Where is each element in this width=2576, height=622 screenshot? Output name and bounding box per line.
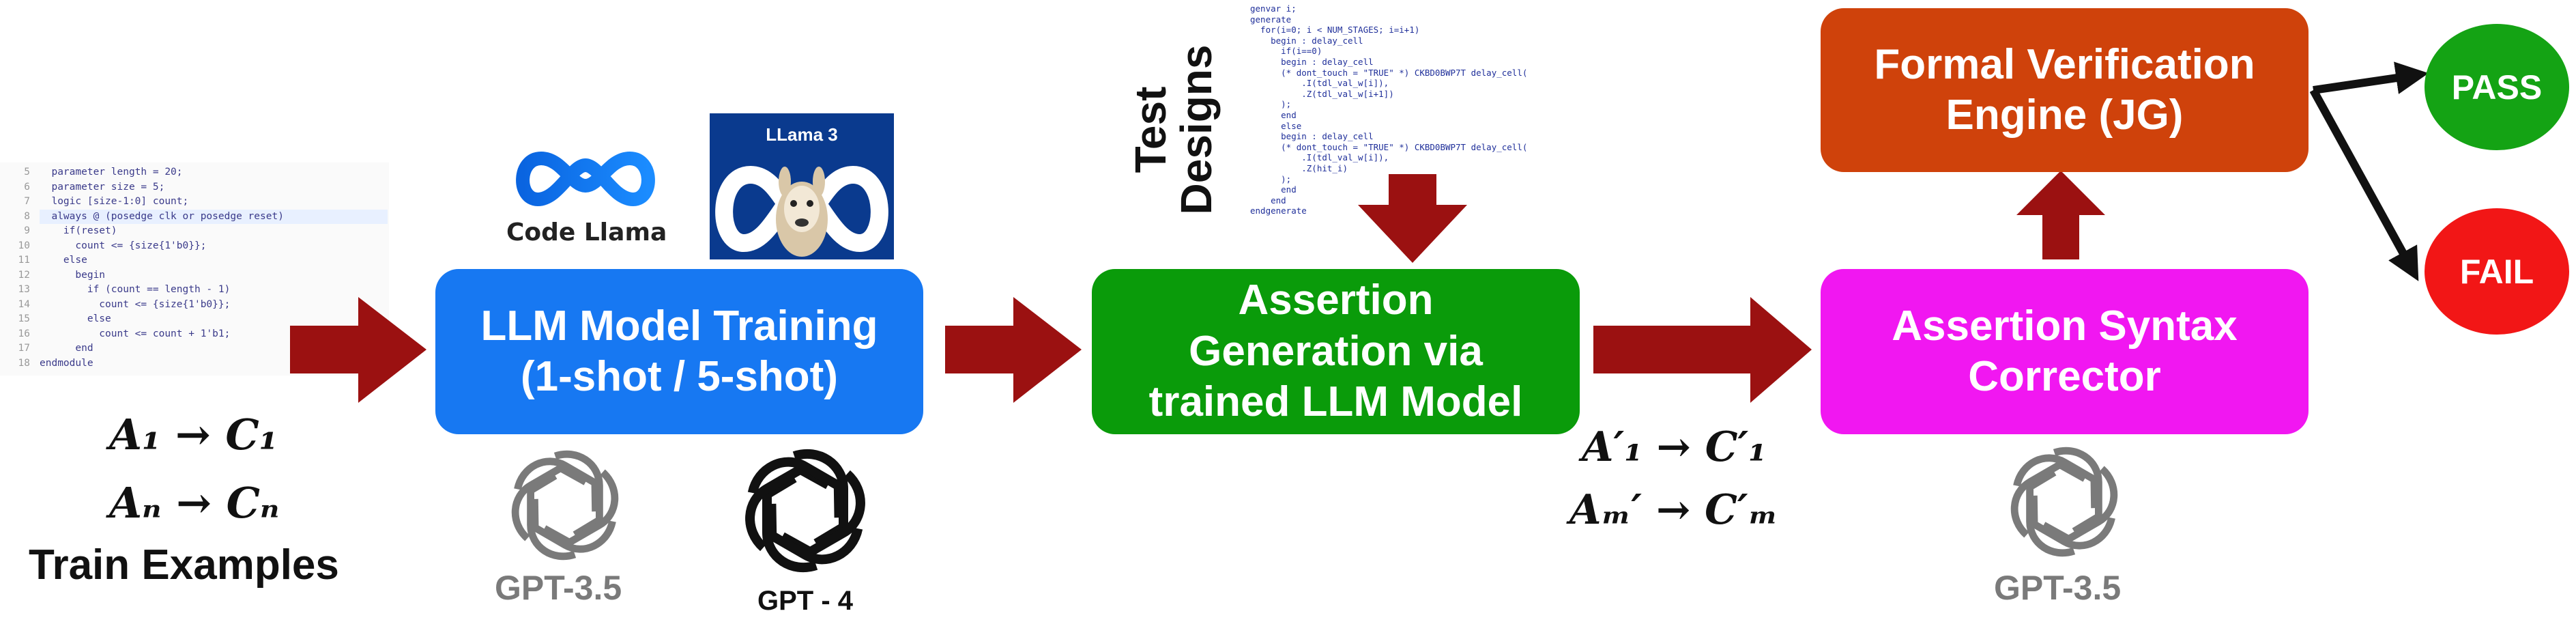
design-code-line: ); (1250, 99, 1292, 110)
assertion-syntax-corrector-text: Assertion Syntax Corrector (1892, 302, 2238, 400)
gpt4-label: GPT - 4 (757, 586, 854, 616)
assertion-generation-text: Assertion Generation via trained LLM Mod… (1148, 277, 1523, 426)
llama3-meta-icon (715, 166, 888, 257)
test-designs-code: genvar i;generate for(i=0; i < NUM_STAGE… (1250, 3, 1605, 221)
design-code-line: else (1250, 120, 1302, 131)
assertion-generation-box: Assertion Generation via trained LLM Mod… (1092, 269, 1580, 434)
code-lines: parameter length = 20; parameter size = … (40, 165, 388, 371)
gen-formula-1: A′₁ → C′₁ (1582, 423, 1767, 471)
code-line: else (40, 255, 87, 266)
design-code-line: begin : delay_cell (1250, 56, 1374, 67)
design-code-line: endgenerate (1250, 206, 1307, 216)
gpt35-label-left: GPT-3.5 (495, 569, 622, 607)
code-line-number: 9 (24, 225, 30, 236)
llm-model-training-text: LLM Model Training (1-shot / 5-shot) (480, 302, 878, 400)
code-line: always @ (posedge clk or posedge reset) (40, 209, 388, 224)
arrow-designs-down (1358, 174, 1467, 263)
llm-model-training-box: LLM Model Training (1-shot / 5-shot) (435, 269, 923, 434)
fail-label: FAIL (2459, 252, 2534, 291)
code-line-number: 16 (18, 328, 30, 339)
code-line-number: 13 (18, 284, 30, 295)
training-code-snippet: 5 6 7 8 9 10 11 12 13 14 15 16 17 18 parameter length… (0, 162, 389, 376)
design-code-line: (* dont_touch = "TRUE" *) CKBD0BWP7T del… (1250, 141, 1528, 152)
design-code-line: .I(tdl_val_w[i]), (1250, 152, 1389, 163)
design-code-line: begin : delay_cell (1250, 35, 1363, 46)
design-code-line: end (1250, 109, 1297, 120)
code-line-number: 10 (18, 240, 30, 251)
design-code-line: begin : delay_cell (1250, 131, 1374, 142)
pass-label: PASS (2451, 68, 2543, 107)
code-line: parameter size = 5; (40, 181, 165, 193)
code-line: begin (40, 269, 106, 281)
code-line-number: 7 (24, 196, 30, 207)
design-code-line: .Z(hit_i) (1250, 162, 1348, 173)
design-code-line: .I(tdl_val_w[i]), (1250, 78, 1389, 89)
assertion-syntax-corrector-box: Assertion Syntax Corrector (1821, 269, 2309, 434)
arrow-to-training (290, 297, 426, 403)
code-line-number: 11 (18, 255, 30, 266)
fail-circle: FAIL (2425, 208, 2569, 335)
code-line-number: 12 (18, 269, 30, 281)
design-code-line: generate (1250, 14, 1292, 25)
code-line: count <= count + 1'b1; (40, 328, 231, 339)
design-code-line: end (1250, 184, 1297, 195)
train-examples-label: Train Examples (29, 541, 339, 589)
design-code-line: ); (1250, 173, 1292, 184)
result-arrows (2309, 61, 2429, 281)
train-formula-1: A₁ → C₁ (109, 410, 278, 460)
test-designs-line-1: Test (1125, 86, 1175, 173)
formal-verification-box: Formal Verification Engine (JG) (1821, 8, 2309, 172)
code-line-number: 6 (24, 181, 30, 193)
code-line: count <= {size{1'b0}}; (40, 240, 207, 251)
code-line: endmodule (40, 357, 93, 369)
arrow-to-corrector (1593, 297, 1812, 403)
code-line-number: 8 (24, 210, 30, 222)
code-line: else (40, 313, 111, 324)
gen-formula-2: Aₘ′ → C′ₘ (1569, 486, 1778, 534)
code-line-numbers: 5 6 7 8 9 10 11 12 13 14 15 16 17 18 (3, 165, 30, 371)
openai-logo-icon-right (2003, 440, 2126, 563)
code-llama-label: Code Llama (506, 218, 667, 246)
openai-logo-icon-left (504, 444, 626, 567)
design-code-line: genvar i; (1250, 3, 1297, 14)
design-code-line: for(i=0; i < NUM_STAGES; i=i+1) (1250, 25, 1420, 36)
code-line: parameter length = 20; (40, 167, 183, 178)
meta-infinity-icon (516, 152, 655, 206)
openai-logo-icon-center (737, 442, 873, 579)
code-line-number: 5 (24, 167, 30, 178)
design-code-line: if(i==0) (1250, 46, 1322, 57)
train-formula-2: Aₙ → Cₙ (109, 478, 280, 528)
pass-circle: PASS (2425, 24, 2569, 150)
design-code-line: end (1250, 195, 1286, 206)
code-line: if(reset) (40, 225, 117, 236)
code-line: if (count == length - 1) (40, 284, 231, 295)
arrow-to-generation (945, 297, 1082, 403)
code-line-number: 18 (18, 357, 30, 369)
gpt35-label-right: GPT-3.5 (1994, 569, 2122, 607)
arrow-corrector-up (2016, 171, 2105, 259)
formal-verification-text: Formal Verification Engine (JG) (1874, 40, 2255, 139)
design-code-line: .Z(tdl_val_w[i+1]) (1250, 88, 1394, 99)
code-line: logic [size-1:0] count; (40, 196, 189, 207)
test-designs-label: Test Designs (1105, 41, 1242, 218)
llama3-label: LLama 3 (766, 124, 838, 145)
code-line: count <= {size{1'b0}}; (40, 298, 231, 310)
design-code-line: (* dont_touch = "TRUE" *) CKBD0BWP7T del… (1250, 67, 1528, 78)
llama3-card: LLama 3 (710, 113, 894, 259)
code-line-number: 15 (18, 313, 30, 324)
code-line: end (40, 343, 93, 354)
code-line-number: 14 (18, 298, 30, 310)
test-designs-line-2: Designs (1172, 44, 1221, 215)
code-line-number: 17 (18, 343, 30, 354)
